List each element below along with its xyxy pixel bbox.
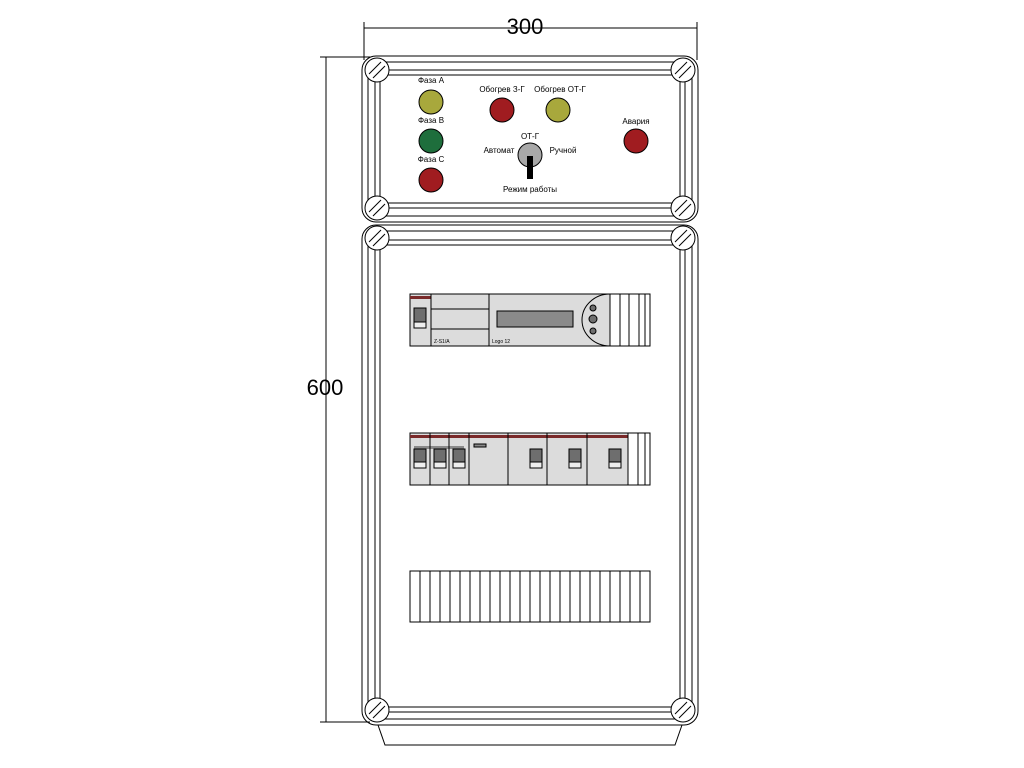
lamp-phase-c: [418, 167, 444, 193]
top-enclosure: [361, 55, 699, 223]
switch-caption: Режим работы: [503, 185, 557, 194]
height-label: 600: [307, 375, 344, 400]
breaker-toggle[interactable]: [413, 448, 427, 469]
screw-icon: [670, 697, 696, 723]
height-dimension: [320, 56, 370, 723]
lamp-label: Фаза С: [418, 155, 445, 164]
screw-icon: [364, 225, 390, 251]
lamp-alarm: [623, 128, 649, 154]
screw-icon: [670, 195, 696, 221]
screw-icon: [364, 195, 390, 221]
screw-icon: [670, 225, 696, 251]
switch-right-label: Ручной: [550, 146, 577, 155]
lamp-phase-b: [418, 128, 444, 154]
lamp-label: Фаза В: [418, 116, 444, 125]
breaker-toggle[interactable]: [608, 448, 622, 469]
lamp-heat-2: [545, 97, 571, 123]
lamp-label: Фаза А: [418, 76, 445, 85]
lamp-label: Авария: [622, 117, 649, 126]
mode-switch[interactable]: [517, 142, 543, 179]
breaker-toggle[interactable]: [568, 448, 582, 469]
screws: [364, 57, 696, 723]
switch-title: ОТ-Г: [521, 132, 540, 141]
screw-icon: [670, 57, 696, 83]
breaker-toggle[interactable]: [529, 448, 543, 469]
breaker-toggle[interactable]: [433, 448, 447, 469]
din-row-3-blanks: [409, 570, 651, 623]
lamps: [418, 89, 649, 193]
screw-icon: [364, 697, 390, 723]
breaker-toggle[interactable]: [452, 448, 466, 469]
module-label: Logo 12: [492, 339, 510, 345]
lamp-label: Обогрев З-Г: [479, 85, 525, 94]
width-label: 300: [507, 14, 544, 39]
din-row-1: [409, 293, 651, 347]
din-row-2: [409, 432, 651, 486]
module-label: Z-S1/A: [434, 339, 450, 345]
screw-icon: [364, 57, 390, 83]
lamp-phase-a: [418, 89, 444, 115]
lamp-label: Обогрев ОТ-Г: [534, 85, 586, 94]
bottom-enclosure: [361, 224, 699, 746]
switch-left-label: Автомат: [484, 146, 515, 155]
lamp-heat-1: [489, 97, 515, 123]
width-dimension: [363, 22, 698, 60]
